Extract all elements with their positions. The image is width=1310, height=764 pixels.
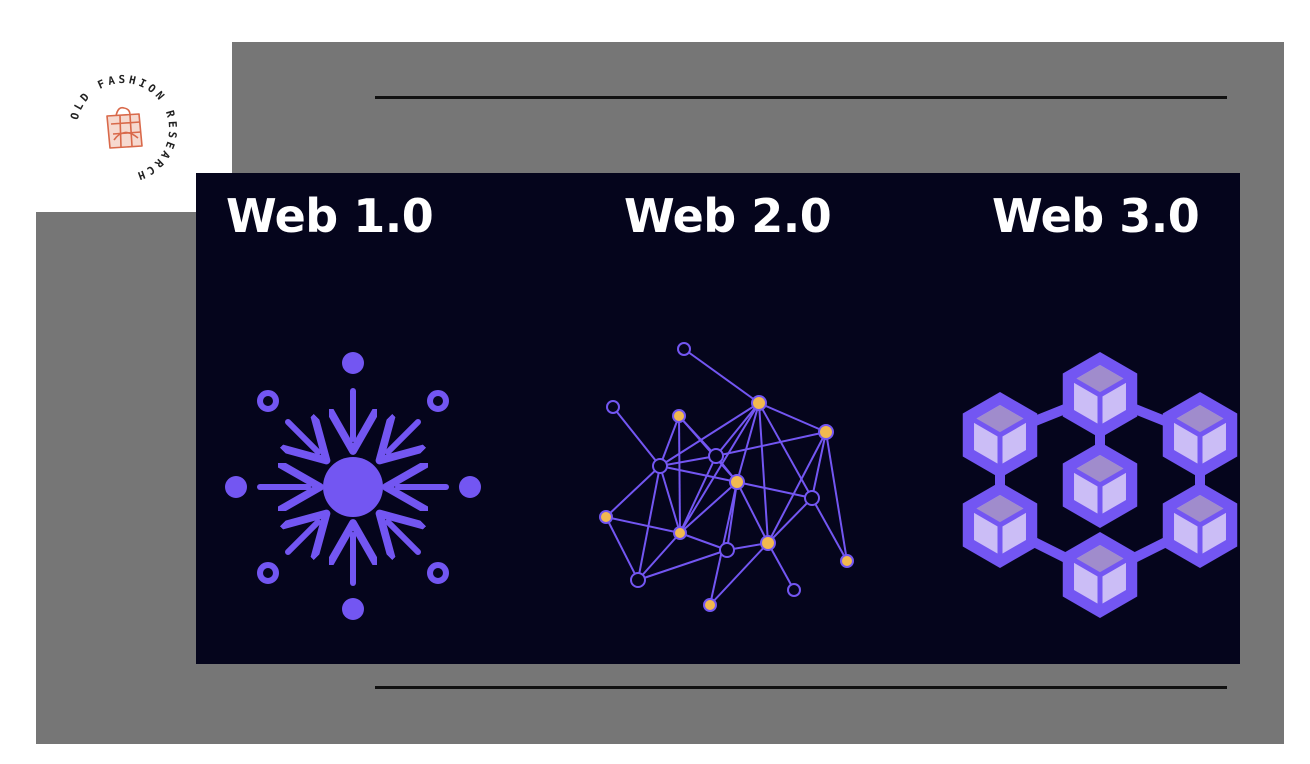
web2-label: Web 2.0 xyxy=(624,189,832,243)
cube-node-2 xyxy=(962,392,1038,478)
shopping-bag-icon xyxy=(106,106,143,149)
cube-node-6 xyxy=(1162,482,1238,568)
brand-logo: OLD FASHION RESEARCH xyxy=(58,64,188,194)
centralized-arrows-icon xyxy=(225,352,481,620)
cube-node-1 xyxy=(1062,352,1138,438)
cube-node-3 xyxy=(1162,392,1238,478)
web3-label: Web 3.0 xyxy=(992,189,1200,243)
diagram-art xyxy=(225,342,1238,620)
cube-node-4 xyxy=(1062,442,1138,528)
network-graph-icon xyxy=(599,342,854,612)
web-evolution-diagram: Web 1.0 Web 2.0 Web 3.0 xyxy=(196,173,1240,664)
divider-bottom xyxy=(375,686,1227,689)
divider-top xyxy=(375,96,1227,99)
cube-node-5 xyxy=(962,482,1038,568)
cube-node-7 xyxy=(1062,532,1138,618)
blockchain-cubes-icon xyxy=(962,352,1238,618)
web1-label: Web 1.0 xyxy=(226,189,434,243)
logo-seal: OLD FASHION RESEARCH xyxy=(68,73,176,183)
